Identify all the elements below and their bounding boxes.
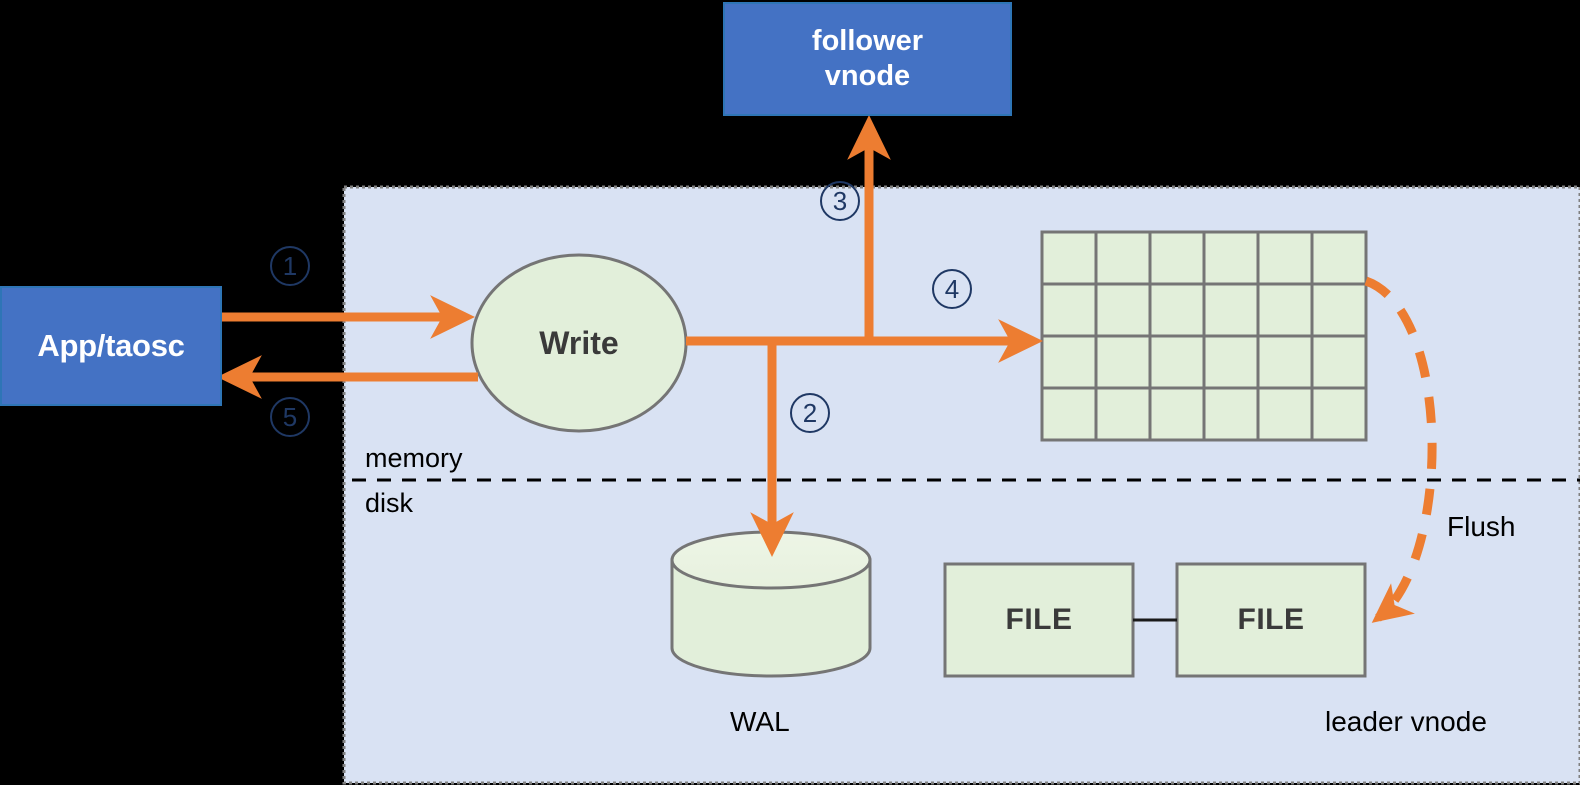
arrow-flush xyxy=(1364,276,1437,623)
memtable-grid xyxy=(1040,230,1368,442)
step-number-1: 1 xyxy=(270,246,310,286)
file-box-1-shape xyxy=(943,562,1135,678)
step-number-4: 4 xyxy=(932,269,972,309)
step-number-2: 2 xyxy=(790,393,830,433)
wal-cylinder xyxy=(670,530,872,678)
step-number-3: 3 xyxy=(820,181,860,221)
file-box-2-shape xyxy=(1175,562,1367,678)
step-number-5: 5 xyxy=(270,397,310,437)
write-ellipse xyxy=(470,253,688,433)
